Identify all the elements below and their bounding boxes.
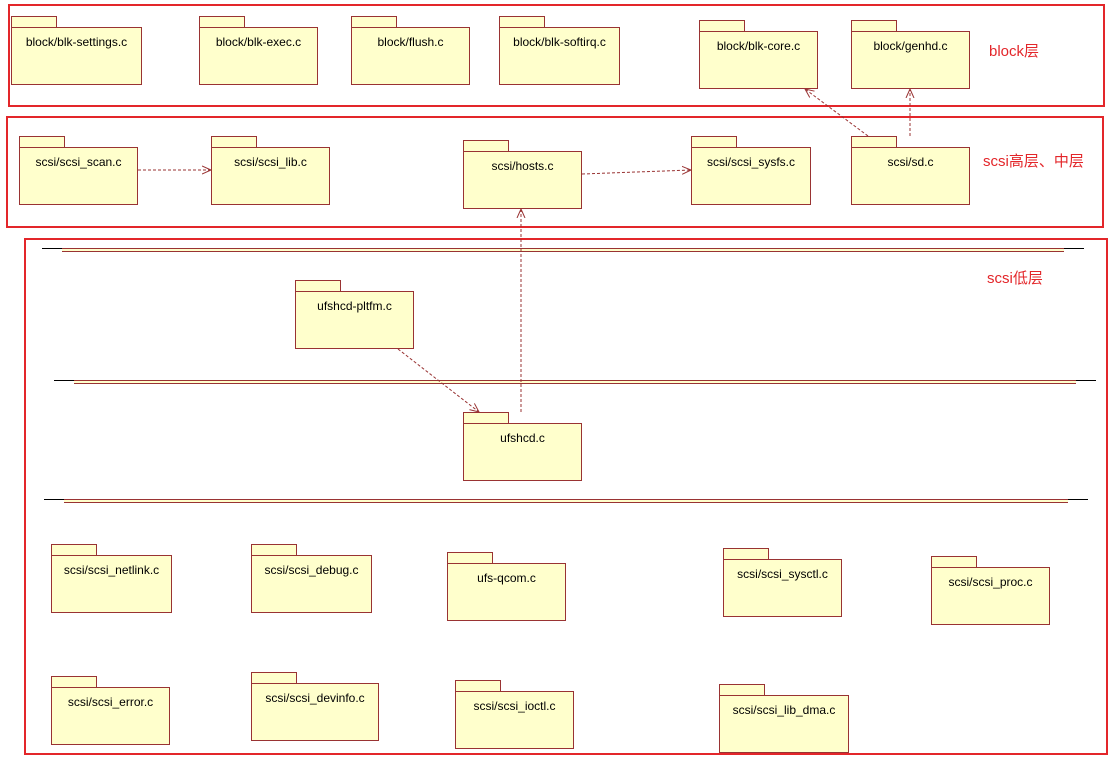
package-blk-settings[interactable]: block/blk-settings.c <box>11 16 142 85</box>
scsi-high-mid-layer-box <box>6 116 1104 228</box>
package-blk-softirq[interactable]: block/blk-softirq.c <box>499 16 620 85</box>
package-label: ufs-qcom.c <box>447 563 566 621</box>
arrow-hosts-to-scsi-sysfs <box>581 170 691 174</box>
package-label: scsi/scsi_devinfo.c <box>251 683 379 741</box>
separator-bar <box>44 499 1088 503</box>
package-label: scsi/scsi_sysctl.c <box>723 559 842 617</box>
package-blk-exec[interactable]: block/blk-exec.c <box>199 16 318 85</box>
package-scsi-ioctl[interactable]: scsi/scsi_ioctl.c <box>455 680 574 749</box>
package-label: block/blk-exec.c <box>199 27 318 85</box>
package-label: block/blk-core.c <box>699 31 818 89</box>
package-label: scsi/scsi_proc.c <box>931 567 1050 625</box>
separator-bar <box>42 248 1084 252</box>
package-scsi-devinfo[interactable]: scsi/scsi_devinfo.c <box>251 672 379 741</box>
package-label: scsi/scsi_netlink.c <box>51 555 172 613</box>
block-layer-label: block层 <box>989 43 1040 60</box>
package-label: block/blk-settings.c <box>11 27 142 85</box>
package-label: block/genhd.c <box>851 31 970 89</box>
package-scsi-error[interactable]: scsi/scsi_error.c <box>51 676 170 745</box>
package-scsi-proc[interactable]: scsi/scsi_proc.c <box>931 556 1050 625</box>
scsi-high-mid-layer-label: scsi高层、中层 <box>983 153 1084 170</box>
block-layer-box <box>8 4 1105 107</box>
package-label: scsi/scsi_debug.c <box>251 555 372 613</box>
package-label: scsi/scsi_error.c <box>51 687 170 745</box>
package-label: scsi/scsi_sysfs.c <box>691 147 811 205</box>
separator-bar <box>54 380 1096 384</box>
scsi-low-layer-label: scsi低层 <box>987 270 1043 287</box>
package-label: ufshcd.c <box>463 423 582 481</box>
package-ufshcd-pltfm[interactable]: ufshcd-pltfm.c <box>295 280 414 349</box>
package-scsi-sysfs[interactable]: scsi/scsi_sysfs.c <box>691 136 811 205</box>
package-scsi-netlink[interactable]: scsi/scsi_netlink.c <box>51 544 172 613</box>
package-scsi-lib-dma[interactable]: scsi/scsi_lib_dma.c <box>719 684 849 753</box>
package-scsi-sysctl[interactable]: scsi/scsi_sysctl.c <box>723 548 842 617</box>
package-genhd[interactable]: block/genhd.c <box>851 20 970 89</box>
scsi-low-layer-box <box>24 238 1108 755</box>
package-label: scsi/scsi_lib_dma.c <box>719 695 849 753</box>
package-sd[interactable]: scsi/sd.c <box>851 136 970 205</box>
package-blk-core[interactable]: block/blk-core.c <box>699 20 818 89</box>
arrow-sd-to-blk-core <box>805 89 869 137</box>
arrow-ufshcd-pltfm-to-ufshcd <box>397 348 479 412</box>
package-label: block/blk-softirq.c <box>499 27 620 85</box>
package-label: scsi/sd.c <box>851 147 970 205</box>
package-hosts[interactable]: scsi/hosts.c <box>463 140 582 209</box>
package-flush[interactable]: block/flush.c <box>351 16 470 85</box>
package-scsi-lib[interactable]: scsi/scsi_lib.c <box>211 136 330 205</box>
package-label: scsi/scsi_scan.c <box>19 147 138 205</box>
package-ufs-qcom[interactable]: ufs-qcom.c <box>447 552 566 621</box>
package-label: scsi/scsi_lib.c <box>211 147 330 205</box>
package-label: scsi/hosts.c <box>463 151 582 209</box>
package-label: ufshcd-pltfm.c <box>295 291 414 349</box>
package-scsi-scan[interactable]: scsi/scsi_scan.c <box>19 136 138 205</box>
package-label: scsi/scsi_ioctl.c <box>455 691 574 749</box>
package-scsi-debug[interactable]: scsi/scsi_debug.c <box>251 544 372 613</box>
package-ufshcd[interactable]: ufshcd.c <box>463 412 582 481</box>
package-label: block/flush.c <box>351 27 470 85</box>
